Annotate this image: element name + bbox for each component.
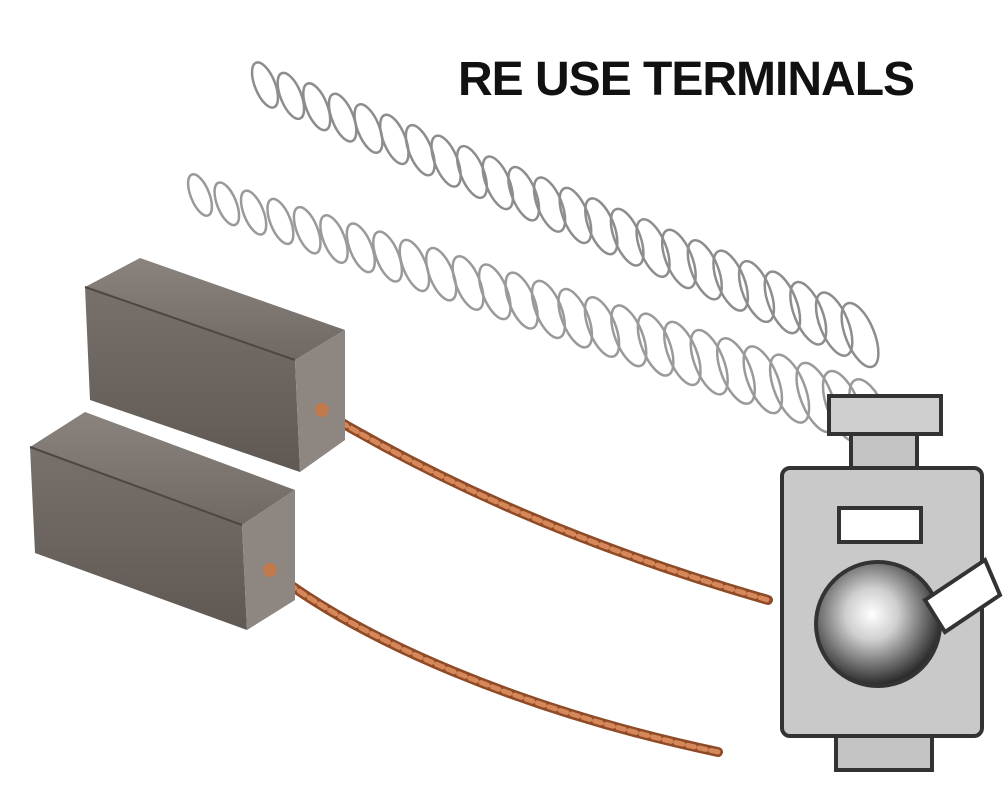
spring-coil [404,123,436,177]
spring-coil [424,246,458,302]
spring-coil [319,214,349,264]
spring-coil [584,197,619,256]
spring-coil [814,291,854,357]
spring-coil [532,176,567,233]
spring-coil [763,270,802,335]
spring-coil [266,197,295,246]
spring-coil [610,304,648,368]
spring-coil [372,230,404,283]
spring-coil [481,155,515,211]
spring-coil [398,238,431,293]
spring-coil [636,312,675,377]
copper-lead-upper [315,405,773,605]
spring-coil [557,287,594,349]
spring-coil [530,279,567,340]
spring-coil [186,173,214,217]
spring-upper [250,61,880,369]
spring-coil [789,280,828,346]
headline: RE USE TERMINALS [458,53,915,106]
spring-coil [345,222,377,274]
spring-coil [378,113,410,166]
terminal-icon [780,394,1003,772]
spring-coil [213,181,241,227]
spring-coil [327,92,358,143]
spring-coil [583,296,621,358]
spring-coil [239,189,268,236]
spring-coil [663,320,702,387]
spring-coil [558,186,593,245]
spring-coil [292,205,322,255]
spring-coil [302,82,332,132]
carbon-brush-upper [84,258,345,472]
spring-coil [455,144,489,200]
spring-coil [250,61,280,109]
spring-coil [451,255,485,311]
spring-coil [276,71,306,121]
spring-coil [742,345,784,415]
spring-coil [715,337,757,405]
copper-lead-lower [265,565,723,757]
spring-coil [686,239,723,301]
spring-coil [477,263,512,321]
spring-coil [840,301,880,369]
spring-coil [768,353,811,424]
spring-coil [737,259,776,324]
spring-coil [660,228,697,290]
spring-coil [689,328,729,396]
spring-coil [635,218,671,278]
spring-coil [353,103,384,154]
carbon-brush-lower [29,412,295,630]
spring-coil [507,165,541,222]
spring-coil [430,134,462,188]
spring-coil [609,207,645,267]
spring-coil [712,249,750,312]
spring-coil [504,271,539,330]
